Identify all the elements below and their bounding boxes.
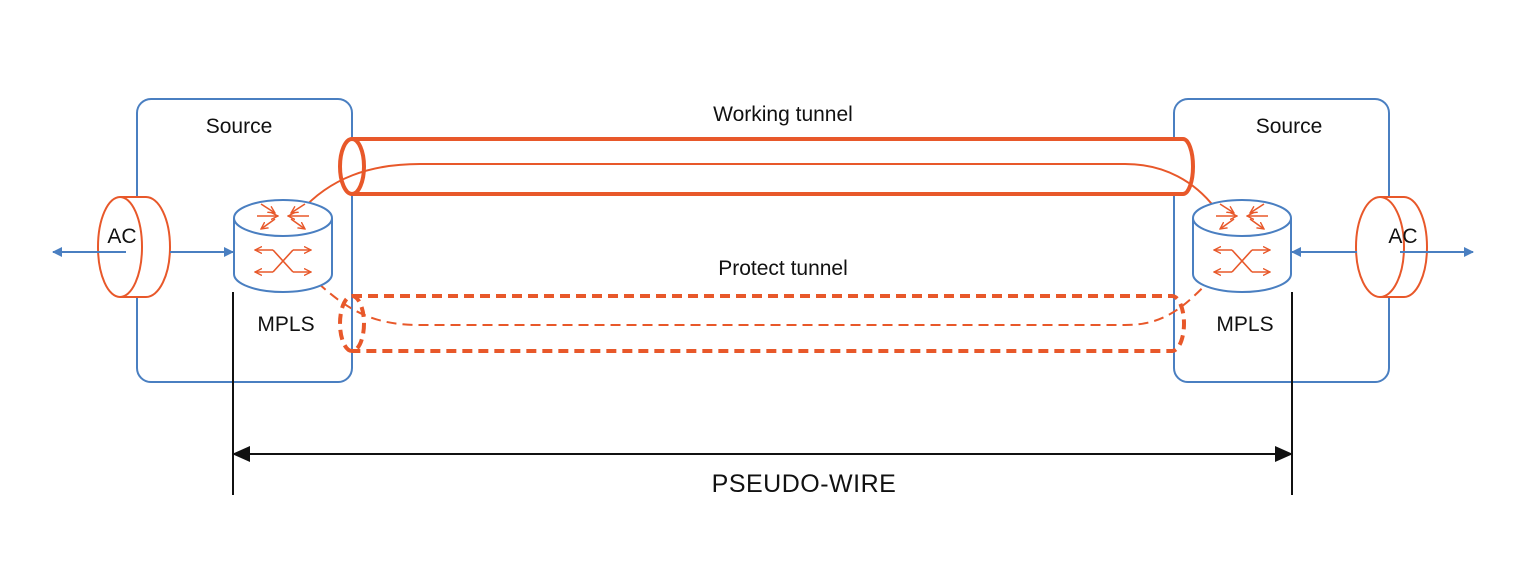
router-icon <box>234 200 332 292</box>
working-tunnel-label: Working tunnel <box>713 103 853 126</box>
protect-tunnel <box>338 294 1186 353</box>
mpls-label-left: MPLS <box>257 313 314 336</box>
ac-cylinder-icon-left <box>97 196 171 298</box>
source-label-left: Source <box>206 115 273 138</box>
mpls-label-right: MPLS <box>1216 313 1273 336</box>
protect-tunnel-label: Protect tunnel <box>718 257 848 280</box>
working-tunnel <box>338 137 1195 196</box>
pseudo-wire-label: PSEUDO-WIRE <box>712 470 897 498</box>
source-label-right: Source <box>1256 115 1323 138</box>
working-path <box>299 163 1216 213</box>
ac-label-right: AC <box>1388 225 1417 248</box>
ac-cylinder-icon-right <box>1355 196 1428 298</box>
router-icon <box>1193 200 1291 292</box>
protect-path <box>317 279 1211 326</box>
ac-label-left: AC <box>107 225 136 248</box>
